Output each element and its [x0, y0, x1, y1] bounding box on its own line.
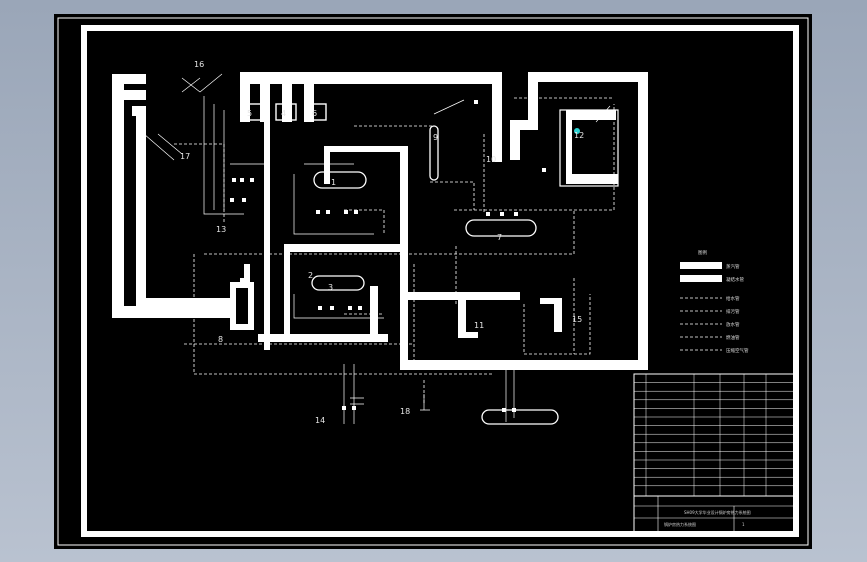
label-15: 15 — [572, 315, 582, 324]
legend-label: 给水管 — [726, 295, 740, 302]
component-labels: 12 7 1 3 2 5 4 6 9 10 11 8 13 14 15 16 1… — [180, 60, 584, 425]
label-6: 6 — [312, 109, 317, 118]
legend-title: 图例 — [698, 249, 707, 256]
label-7: 7 — [497, 233, 502, 242]
label-2: 2 — [308, 271, 313, 280]
label-16: 16 — [194, 60, 204, 69]
label-12: 12 — [574, 131, 584, 140]
title-block: SH09大学毕业设计锅炉房热力系统图 锅炉房热力系统图 1 — [633, 373, 795, 533]
dashed-lines — [174, 97, 615, 404]
label-11: 11 — [474, 321, 484, 330]
drawing-sheet: 12 7 1 3 2 5 4 6 9 10 11 8 13 14 15 16 1… — [54, 14, 812, 549]
thin-lines — [143, 73, 611, 424]
legend-label: 蒸汽管 — [726, 263, 740, 270]
drums — [311, 125, 559, 425]
main-pipes — [112, 72, 648, 370]
label-4: 4 — [281, 109, 286, 118]
label-13: 13 — [216, 225, 226, 234]
label-10: 10 — [486, 155, 496, 164]
legend-label: 燃油管 — [726, 334, 740, 341]
tanks-4-5-6 — [241, 103, 327, 121]
thermal-system-diagram: 12 7 1 3 2 5 4 6 9 10 11 8 13 14 15 16 1… — [57, 17, 809, 546]
highlight-node-icon — [574, 128, 580, 134]
legend-label: 压缩空气管 — [726, 347, 749, 354]
legend-label: 排污管 — [726, 308, 740, 315]
legend-swatch — [680, 275, 722, 282]
label-1: 1 — [331, 178, 336, 187]
legend-label: 放水管 — [726, 321, 740, 328]
label-8: 8 — [218, 335, 223, 344]
label-18: 18 — [400, 407, 410, 416]
block-cutouts — [236, 288, 248, 324]
outer-border — [57, 17, 809, 546]
label-5: 5 — [247, 109, 252, 118]
label-3: 3 — [328, 283, 333, 292]
valves — [230, 100, 546, 412]
label-14: 14 — [315, 416, 325, 425]
boiler-12 — [559, 109, 619, 187]
label-17: 17 — [180, 152, 190, 161]
label-9: 9 — [433, 133, 438, 142]
drawing-subtitle: 锅炉房热力系统图 — [664, 521, 696, 527]
drawing-title: SH09大学毕业设计锅炉房热力系统图 — [684, 509, 751, 515]
legend-swatch — [680, 262, 722, 269]
sheet-number: 1 — [742, 522, 745, 527]
legend-label: 凝结水管 — [726, 276, 744, 283]
inner-border — [81, 25, 799, 537]
